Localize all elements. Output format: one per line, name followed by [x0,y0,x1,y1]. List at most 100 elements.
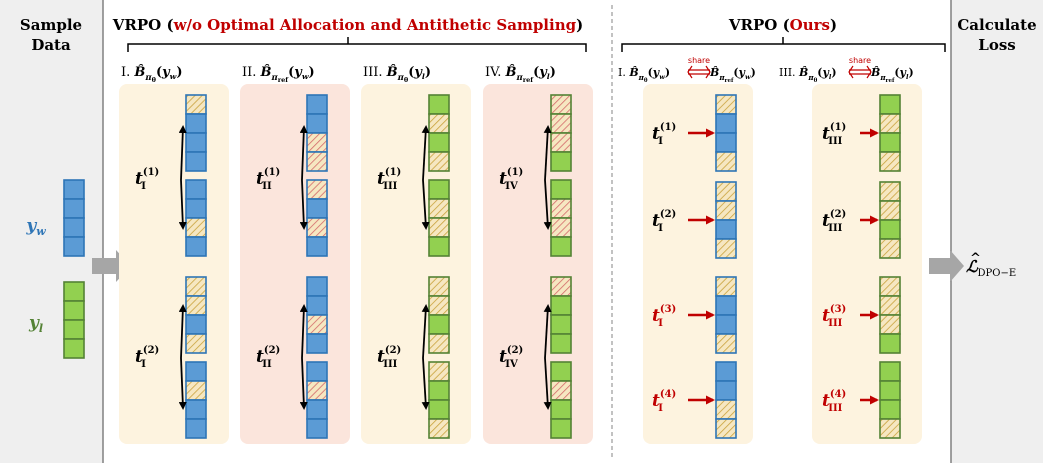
token-cell [715,94,737,115]
token-cell [306,94,328,115]
token-cell [715,418,737,439]
token-cell [715,151,737,172]
token-cell [185,314,207,335]
share-label: share [849,56,871,65]
ours-header-2: III. B̂πθ(yl) B̂πref(yl)share [779,56,914,84]
token-cell [715,361,737,382]
token-cell [185,151,207,172]
column-panel [812,84,922,444]
calculate-loss-panel [951,0,1043,463]
baseline-column-2: II. B̂πref(yw) t(1)II t(2)II [240,64,350,444]
token-cell [185,333,207,354]
output-arrow [929,250,964,282]
token-cell [63,281,85,302]
ours-header-1: I. B̂πθ(yw) B̂πref(yw)share [618,56,756,84]
token-cell [185,179,207,200]
token-cell [428,198,450,219]
token-cell [185,418,207,439]
token-cell [185,198,207,219]
estimator-header: B̂πref(yw) [709,66,756,84]
column-panel [483,84,593,444]
estimator-header: II. B̂πref(yw) [242,64,315,84]
token-cell [879,418,901,439]
sample-title-line2: Data [31,36,71,54]
token-cell [428,276,450,297]
token-cell [306,276,328,297]
branch-arrow [421,125,430,181]
timestep-label: t(1)II [256,167,280,192]
column-panel [361,84,471,444]
timestep-label: t(2)I [652,209,676,234]
token-cell [63,319,85,340]
baseline-column-4: IV. B̂πref(yl) t(1)IV t(2)IV [483,64,593,444]
token-cell [306,113,328,134]
token-cell [715,200,737,221]
token-cell [715,276,737,297]
token-cell [879,181,901,202]
token-cell [879,295,901,316]
column-panel [119,84,229,444]
token-cell [185,113,207,134]
branch-arrow [543,357,552,410]
estimator-header: IV. B̂πref(yl) [485,64,556,84]
timestep-label: t(3)I [652,304,676,329]
token-cell [63,300,85,321]
token-cell [550,380,572,401]
token-cell [879,399,901,420]
share-arrow [687,65,711,79]
token-cell [879,314,901,335]
token-cell [185,217,207,238]
token-cell [185,236,207,257]
token-cell [715,113,737,134]
timestep-label: t(1)III [377,167,401,192]
token-cell [715,238,737,259]
token-cell [306,361,328,382]
token-cell [428,399,450,420]
token-cell [715,219,737,240]
ours-column-1: t(1)It(2)It(3)It(4)I [643,84,753,444]
token-cell [550,361,572,382]
ours-bracket [621,37,946,52]
timestep-label: t(1)IV [499,167,523,192]
token-cell [63,179,85,200]
loss-title-line1: Calculate [957,16,1036,34]
loss-title-line2: Loss [978,36,1015,54]
token-cell [550,198,572,219]
token-cell [879,361,901,382]
token-cell [185,361,207,382]
timestep-label: t(2)II [256,345,280,370]
token-cell [63,198,85,219]
timestep-label: t(2)I [135,345,159,370]
sample-title-line1: Sample [20,16,82,34]
token-cell [306,333,328,354]
timestep-label: t(2)IV [499,345,523,370]
token-cell [63,236,85,257]
token-cell [428,361,450,382]
token-cell [879,276,901,297]
token-cell [550,179,572,200]
branch-arrow [178,179,187,230]
token-cell [306,380,328,401]
token-cell [550,217,572,238]
token-cell [306,132,328,153]
token-cell [306,295,328,316]
branch-arrow [299,125,308,181]
token-cell [428,314,450,335]
token-cell [550,94,572,115]
timestep-label: t(1)I [652,122,676,147]
token-cell [306,418,328,439]
token-cell [428,151,450,172]
token-cell [306,314,328,335]
branch-arrow [421,357,430,410]
token-cell [715,380,737,401]
token-cell [185,295,207,316]
token-cell [185,132,207,153]
branch-arrow [299,179,308,230]
token-cell [715,399,737,420]
token-cell [715,295,737,316]
branch-arrow [299,357,308,410]
token-cell [550,236,572,257]
token-cell [550,314,572,335]
loss-label: ℒDPO−E [966,257,1016,279]
column-panel [240,84,350,444]
